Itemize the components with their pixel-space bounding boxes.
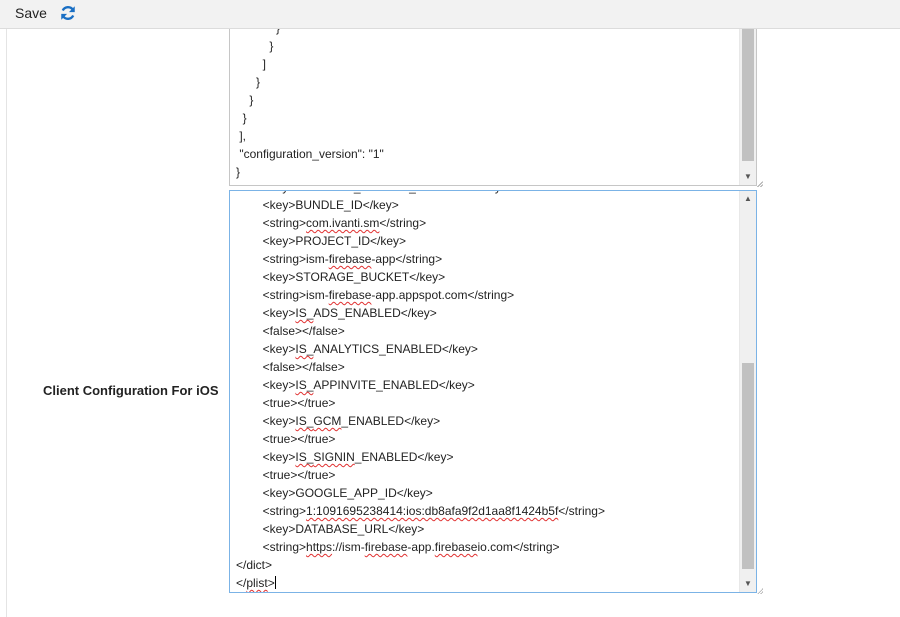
code-line: } (236, 39, 274, 53)
code-line: <string>https://ism-firebase-app.firebas… (236, 540, 560, 554)
code-line: <string>ism-firebase-app</string> (236, 252, 443, 266)
code-line: <true></true> (236, 468, 336, 482)
text-caret (274, 576, 276, 589)
code-line: <key>BUNDLE_ID</key> (236, 198, 399, 212)
ios-config-textarea[interactable]: <key>STORAGE_BUCKET_ENABLED</key> <key>B… (229, 190, 757, 593)
field-label-client-config-ios: Client Configuration For iOS (43, 383, 219, 398)
scroll-down-arrow-icon[interactable]: ▼ (744, 579, 752, 588)
code-line: ], (236, 129, 247, 143)
code-line: <false></false> (236, 360, 345, 374)
android-config-scrollbar[interactable]: ▼ (739, 29, 756, 185)
code-line: } (236, 75, 261, 89)
scroll-thumb[interactable] (742, 363, 754, 569)
scroll-up-arrow-icon[interactable]: ▲ (744, 194, 752, 203)
scroll-down-arrow-icon[interactable]: ▼ (744, 172, 752, 181)
code-line: <string>ism-firebase-app.appspot.com</st… (236, 288, 515, 302)
save-button[interactable]: Save (15, 5, 47, 21)
code-line: <string>1:1091695238414:ios:db8afa9f2d1a… (236, 504, 605, 518)
code-line: <key>PROJECT_ID</key> (236, 234, 407, 248)
code-line: } (236, 111, 247, 125)
code-line: <true></true> (236, 432, 336, 446)
resize-handle-icon[interactable] (757, 588, 763, 594)
code-line: <key>IS_GCM_ENABLED</key> (236, 414, 441, 428)
ios-config-scrollbar[interactable]: ▲ ▼ (739, 191, 756, 592)
code-line: </dict> (236, 558, 273, 572)
code-line: <false></false> (236, 324, 345, 338)
scroll-thumb[interactable] (742, 29, 754, 161)
android-config-textarea[interactable]: } } ] } } } ], "configuration_version": … (229, 29, 757, 186)
code-line: <key>IS_APPINVITE_ENABLED</key> (236, 378, 475, 392)
code-line: } (236, 165, 241, 179)
code-line: <key>IS_SIGNIN_ENABLED</key> (236, 450, 454, 464)
code-line: <true></true> (236, 396, 336, 410)
code-line: <key>STORAGE_BUCKET</key> (236, 270, 446, 284)
code-line: </plist> (236, 576, 276, 590)
form-panel (6, 29, 900, 617)
code-line: <key>DATABASE_URL</key> (236, 522, 425, 536)
code-line: } (236, 29, 384, 37)
code-line: <key>GOOGLE_APP_ID</key> (236, 486, 433, 500)
code-line: <key>IS_ADS_ENABLED</key> (236, 306, 437, 320)
android-config-text: } } ] } } } ], "configuration_version": … (236, 29, 384, 181)
code-line: } (236, 93, 254, 107)
resize-handle-icon[interactable] (757, 181, 763, 187)
refresh-icon[interactable] (59, 4, 77, 22)
toolbar: Save (0, 0, 900, 29)
code-line: <key>STORAGE_BUCKET_ENABLED</key> (236, 191, 605, 196)
code-line: <key>IS_ANALYTICS_ENABLED</key> (236, 342, 478, 356)
ios-config-text: <key>STORAGE_BUCKET_ENABLED</key> <key>B… (236, 191, 605, 592)
code-line: ] (236, 57, 267, 71)
code-line: <string>com.ivanti.sm</string> (236, 216, 427, 230)
code-line: "configuration_version": "1" (236, 147, 384, 161)
